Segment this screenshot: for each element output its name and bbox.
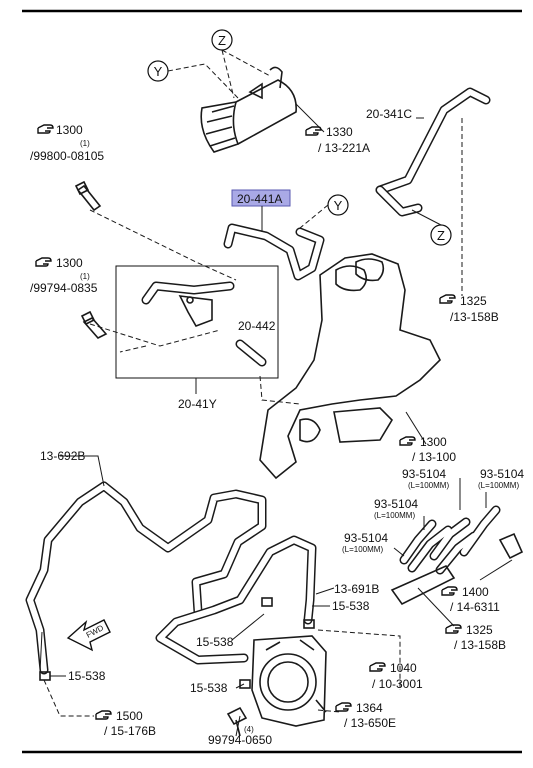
callout-z-top: Z — [211, 29, 233, 51]
ref-1325-a-sub: /13-158B — [450, 310, 499, 324]
ref-1364-sub: / 13-650E — [344, 716, 396, 730]
part-93-5104-d-sub: (L=100MM) — [342, 545, 383, 554]
part-93-5104-b-sub: (L=100MM) — [478, 481, 519, 490]
ref-1330-sub: / 13-221A — [318, 141, 370, 155]
part-20-442: 20-442 — [238, 319, 276, 333]
reference-icon-1040 — [369, 662, 386, 672]
part-93-5104-d: 93-5104 — [344, 531, 388, 545]
callout-z-right-text: Z — [437, 228, 445, 243]
ref-1300-c-sub: / 13-100 — [412, 450, 456, 464]
ref-1300-a-qty: (1) — [80, 139, 90, 148]
throttle-body — [251, 635, 327, 727]
hose-20-441a — [223, 223, 325, 281]
ref-1300-c[interactable]: 1300 — [420, 435, 447, 449]
part-15-538-a: 15-538 — [332, 599, 370, 613]
reference-icon-1325-b — [445, 624, 462, 634]
ref-1040-sub: / 10-3001 — [372, 677, 423, 691]
callout-z-right: Z — [430, 224, 452, 246]
part-20-441a: 20-441A — [237, 192, 282, 206]
callout-y-top: Y — [147, 60, 169, 82]
highlight-box — [231, 189, 291, 207]
vacuum-hoses-93-5104 — [390, 505, 524, 606]
part-93-5104-a-sub: (L=100MM) — [408, 481, 449, 490]
reference-icon-1400 — [441, 586, 458, 596]
ref-1325-b-sub: / 13-158B — [454, 638, 506, 652]
callout-y-mid-text: Y — [334, 198, 343, 213]
part-13-691b: 13-691B — [334, 582, 379, 596]
forward-arrow-icon: FWD — [66, 619, 111, 652]
bolt-qty: (4) — [244, 725, 254, 734]
ref-1500[interactable]: 1500 — [116, 709, 143, 723]
bolt-part: 99794-0650 — [208, 733, 272, 747]
ref-1325-a[interactable]: 1325 — [460, 294, 487, 308]
ref-1325-b[interactable]: 1325 — [466, 623, 493, 637]
reference-icon-1325-a — [439, 294, 456, 304]
hose-20-341c — [375, 87, 491, 217]
ref-1300-b-part: /99794-0835 — [30, 281, 98, 295]
reference-icon-1300-b — [35, 257, 52, 267]
ref-1364[interactable]: 1364 — [356, 701, 383, 715]
assembly-box-20-41y — [115, 265, 279, 379]
ref-1300-a[interactable]: 1300 — [56, 123, 83, 137]
part-93-5104-c-sub: (L=100MM) — [374, 511, 415, 520]
ref-1400[interactable]: 1400 — [462, 585, 489, 599]
ref-1300-b[interactable]: 1300 — [56, 256, 83, 270]
reference-icon-1300-a — [37, 124, 54, 134]
part-15-538-c: 15-538 — [190, 681, 228, 695]
reference-icon-1330 — [305, 126, 322, 136]
reference-icon-1300-c — [399, 436, 416, 446]
bolt-upper — [74, 180, 102, 212]
ref-1330[interactable]: 1330 — [326, 125, 353, 139]
callout-y-mid: Y — [327, 194, 349, 216]
reference-icon-1500 — [95, 710, 112, 720]
ref-1400-sub: / 14-6311 — [450, 600, 500, 614]
part-20-41y: 20-41Y — [178, 397, 217, 411]
reference-icon-1364 — [335, 702, 352, 712]
ref-1040[interactable]: 1040 — [390, 661, 417, 675]
callout-z-top-text: Z — [218, 33, 226, 48]
ref-1300-b-qty: (1) — [80, 272, 90, 281]
part-13-692b: 13-692B — [40, 449, 85, 463]
air-duct-part — [200, 66, 297, 153]
ref-1500-sub: / 15-176B — [104, 724, 156, 738]
ref-1300-a-part: /99800-08105 — [30, 149, 104, 163]
part-15-538-d: 15-538 — [68, 669, 106, 683]
hose-13-692b — [25, 481, 267, 675]
hose-13-691b — [155, 535, 317, 665]
part-93-5104-a: 93-5104 — [402, 467, 446, 481]
part-15-538-b: 15-538 — [196, 635, 234, 649]
pipe-bracket-part — [141, 281, 267, 367]
bolt-lower — [80, 310, 108, 339]
callout-y-top-text: Y — [154, 64, 163, 79]
part-93-5104-b: 93-5104 — [480, 467, 524, 481]
part-20-341c: 20-341C — [366, 107, 412, 121]
intake-manifold — [259, 253, 441, 480]
part-93-5104-c: 93-5104 — [374, 497, 418, 511]
